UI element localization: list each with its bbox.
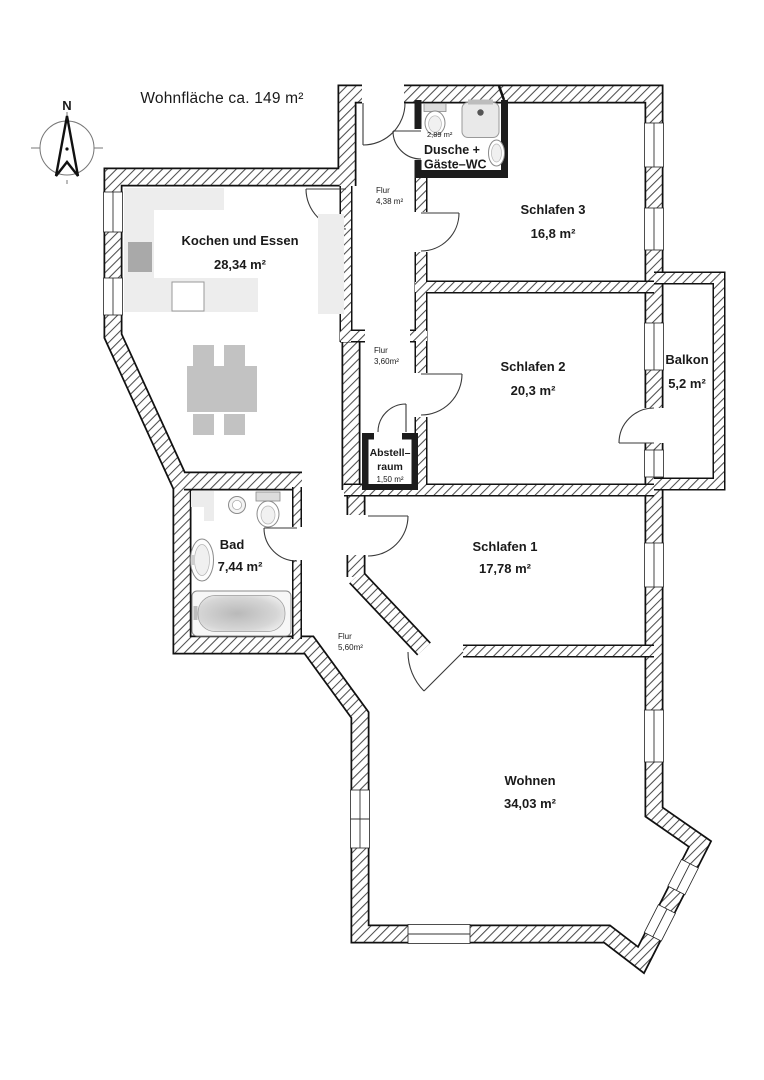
room-label-balkon: Balkon — [665, 352, 708, 367]
kitchen-fixtures — [124, 188, 344, 435]
room-area-dusche: 2,89 m² — [427, 130, 453, 139]
wc-sink-icon — [488, 139, 505, 167]
room-label-flur-mitte: Flur — [374, 346, 388, 355]
room-label-abstellraum-1: Abstell– — [370, 447, 411, 459]
bad-door — [263, 527, 298, 562]
entrance-marker — [497, 85, 506, 101]
room-label-flur-oben: Flur — [376, 186, 390, 195]
schlafen3-door — [420, 212, 460, 252]
room-label-schlafen3: Schlafen 3 — [520, 202, 585, 217]
toilet-icon — [255, 491, 281, 528]
room-area-flur-oben: 4,38 m² — [376, 197, 403, 206]
room-area-balkon: 5,2 m² — [668, 376, 706, 391]
schlafen1-door — [367, 515, 409, 557]
room-area-flur-mitte: 3,60m² — [374, 357, 399, 366]
room-area-flur-unten: 5,60m² — [338, 643, 363, 652]
room-label-flur-unten: Flur — [338, 632, 352, 641]
room-label-kochen: Kochen und Essen — [181, 233, 298, 248]
room-label-schlafen1: Schlafen 1 — [472, 539, 537, 554]
room-label-schlafen2: Schlafen 2 — [500, 359, 565, 374]
bathtub-icon — [191, 590, 292, 637]
wohnen-door — [407, 651, 464, 692]
room-label-bad: Bad — [220, 537, 245, 552]
plan-title: Wohnfläche ca. 149 m² — [140, 90, 303, 107]
sink-icon — [171, 281, 205, 312]
counter-right — [318, 214, 344, 314]
room-area-abstellraum: 1,50 m² — [376, 475, 403, 484]
shower-icon — [461, 99, 500, 138]
room-area-schlafen1: 17,78 m² — [479, 561, 532, 576]
washbasin-icon — [190, 538, 214, 582]
room-area-bad: 7,44 m² — [218, 559, 263, 574]
room-area-schlafen2: 20,3 m² — [511, 383, 556, 398]
doors — [263, 102, 655, 692]
balkon-door — [618, 407, 655, 444]
wc-toilet-icon — [423, 103, 447, 136]
room-label-dusche-2: Gäste–WC — [424, 158, 487, 172]
dusche-walls — [413, 100, 508, 178]
stove-icon — [128, 242, 152, 272]
compass: N — [31, 98, 103, 184]
compass-north-label: N — [62, 98, 71, 113]
wc-fixtures — [423, 99, 505, 167]
abstellraum-door — [377, 403, 407, 433]
abstellraum-walls — [362, 431, 418, 490]
north-arrow-icon — [54, 115, 80, 177]
room-area-wohnen: 34,03 m² — [504, 796, 557, 811]
room-label-dusche-1: Dusche + — [424, 143, 480, 157]
schlafen2-door — [420, 373, 463, 416]
room-area-schlafen3: 16,8 m² — [531, 226, 576, 241]
dining-table-icon — [187, 345, 257, 435]
entrance-door — [362, 102, 406, 146]
interior-walls — [184, 178, 719, 651]
bad-fixtures — [190, 491, 292, 637]
dusche-door — [392, 130, 422, 160]
room-label-abstellraum-2: raum — [377, 461, 403, 473]
window-mullions — [112, 123, 691, 938]
room-area-kochen: 28,34 m² — [214, 257, 267, 272]
room-label-wohnen: Wohnen — [504, 773, 555, 788]
shelf-icon — [191, 491, 214, 521]
